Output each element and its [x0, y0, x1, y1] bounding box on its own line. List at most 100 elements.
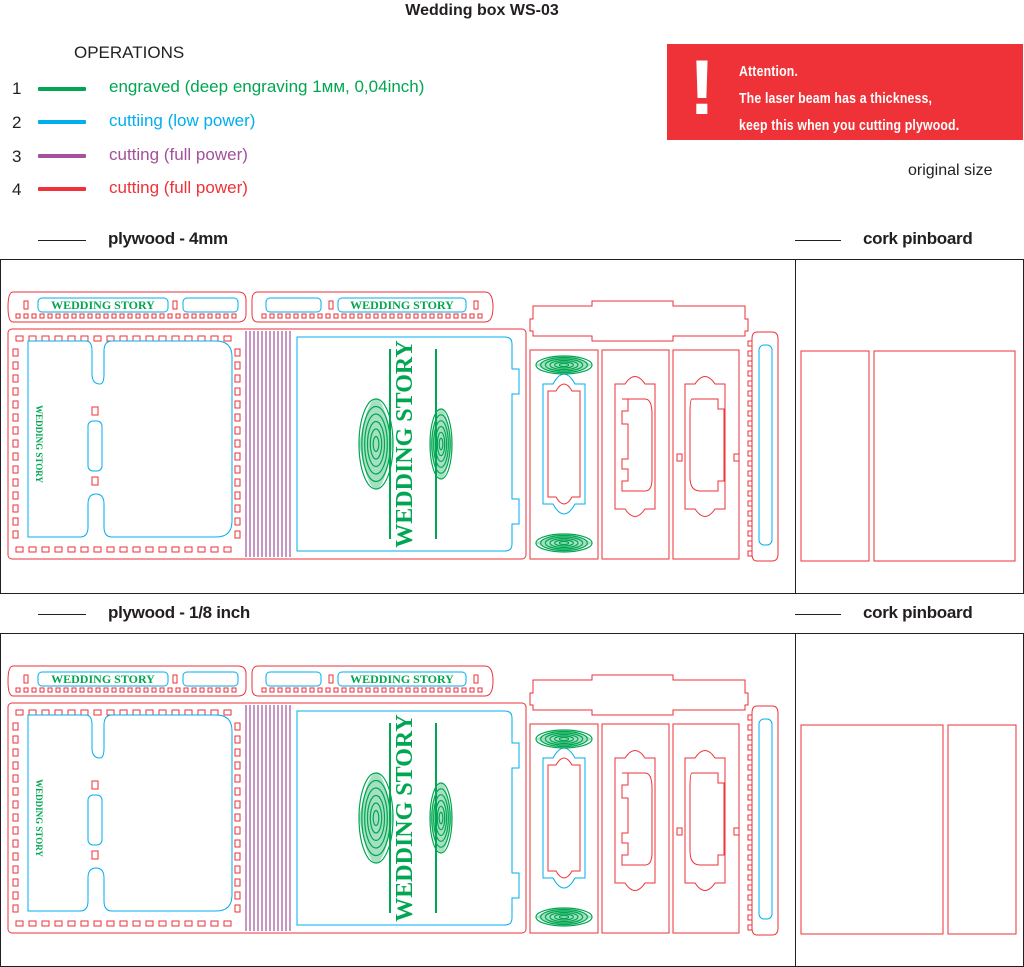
engraving-text-side: WEDDING STORY: [34, 779, 44, 857]
comb-slot: [397, 313, 403, 319]
comb-slot: [231, 687, 237, 693]
edge-slot: [747, 774, 753, 781]
edge-slot: [223, 546, 232, 553]
attention-line: The laser beam has a thickness,: [739, 90, 933, 107]
comb-slot: [79, 687, 85, 693]
ornament-ring: [549, 537, 579, 549]
edge-slot: [12, 748, 19, 757]
edge-slot: [747, 520, 753, 527]
comb-slot: [437, 313, 443, 319]
ornament-ring: [433, 420, 449, 468]
comb-slot: [277, 313, 283, 319]
comb-slot: [191, 313, 197, 319]
edge-slot: [747, 420, 753, 427]
photo-frame: [27, 714, 233, 912]
edge-slot: [747, 824, 753, 831]
edge-slot: [158, 546, 167, 553]
comb-slot: [365, 687, 371, 693]
slot: [473, 300, 479, 310]
edge-slot: [12, 426, 19, 435]
lid-strip: [529, 674, 749, 716]
edge-slot: [197, 335, 206, 342]
ornament-front: [429, 408, 453, 480]
edge-slot: [12, 761, 19, 770]
edge-slot: [747, 440, 753, 447]
edge-slot: [12, 504, 19, 513]
ornament-ring: [358, 772, 394, 864]
edge-slot: [234, 891, 241, 900]
ornament-side: [535, 729, 593, 749]
end-slot: [758, 718, 773, 920]
end-strip: [751, 331, 779, 562]
comb-slot: [127, 313, 133, 319]
edge-slot: [12, 374, 19, 383]
edge-slot: [93, 920, 102, 927]
tab-cut: [689, 398, 725, 492]
comb-slot: [341, 313, 347, 319]
comb-slot: [413, 313, 419, 319]
comb-slot: [151, 313, 157, 319]
ornament-ring: [436, 805, 446, 831]
edge-slot: [747, 550, 753, 557]
slot: [328, 300, 334, 310]
comb-slot: [23, 313, 29, 319]
original-size-note: original size: [908, 162, 993, 179]
comb-slot: [215, 313, 221, 319]
ornament-ring: [535, 355, 593, 375]
edge-slot: [80, 920, 89, 927]
comb-slot: [405, 313, 411, 319]
ornament-ring: [429, 782, 453, 854]
comb-slot: [207, 687, 213, 693]
comb-slot: [103, 687, 109, 693]
comb-slot: [269, 687, 275, 693]
cork-layout: [800, 350, 1016, 562]
ornament-ring: [544, 732, 584, 746]
engraving-frame: [337, 297, 467, 313]
comb-slot: [143, 313, 149, 319]
comb-slot: [341, 687, 347, 693]
edge-slot: [747, 460, 753, 467]
comb-slot: [87, 313, 93, 319]
ornament-ring: [369, 428, 383, 460]
edge-slot: [106, 709, 115, 716]
section-secondary-label: cork pinboard: [863, 229, 973, 248]
edge-slot: [747, 834, 753, 841]
edge-slot: [145, 546, 154, 553]
edge-slot: [747, 794, 753, 801]
edge-slot: [12, 530, 19, 539]
section-material-label: plywood - 1/8 inch: [108, 603, 250, 622]
window-cut: [684, 750, 726, 891]
comb-slot: [87, 687, 93, 693]
comb-slot: [421, 687, 427, 693]
edge-slot: [747, 714, 753, 721]
comb-slot: [301, 687, 307, 693]
edge-slot: [234, 400, 241, 409]
comb-slot: [389, 313, 395, 319]
edge-slot: [747, 844, 753, 851]
side-window: [542, 373, 586, 515]
ornament-ring: [436, 431, 446, 457]
comb-slot: [31, 687, 37, 693]
slot: [23, 300, 29, 310]
comb-slot: [207, 313, 213, 319]
comb-slot: [135, 313, 141, 319]
engraving-text-top: WEDDING STORY: [51, 298, 155, 312]
edge-slot: [80, 335, 89, 342]
comb-slot: [293, 687, 299, 693]
comb-slot: [461, 687, 467, 693]
ornament-ring: [431, 414, 451, 474]
ornament-ring: [540, 908, 588, 926]
edge-slot: [234, 439, 241, 448]
edge-slot: [132, 335, 141, 342]
top-strip-left: [7, 291, 247, 323]
side-panel: [672, 723, 740, 934]
comb-slot: [23, 687, 29, 693]
comb-slot: [461, 313, 467, 319]
edge-slot: [234, 504, 241, 513]
window-slot: [182, 297, 239, 313]
edge-slot: [234, 904, 241, 913]
edge-slot: [747, 744, 753, 751]
edge-slot: [54, 709, 63, 716]
ornament-ring: [540, 730, 588, 748]
edge-slot: [28, 920, 37, 927]
